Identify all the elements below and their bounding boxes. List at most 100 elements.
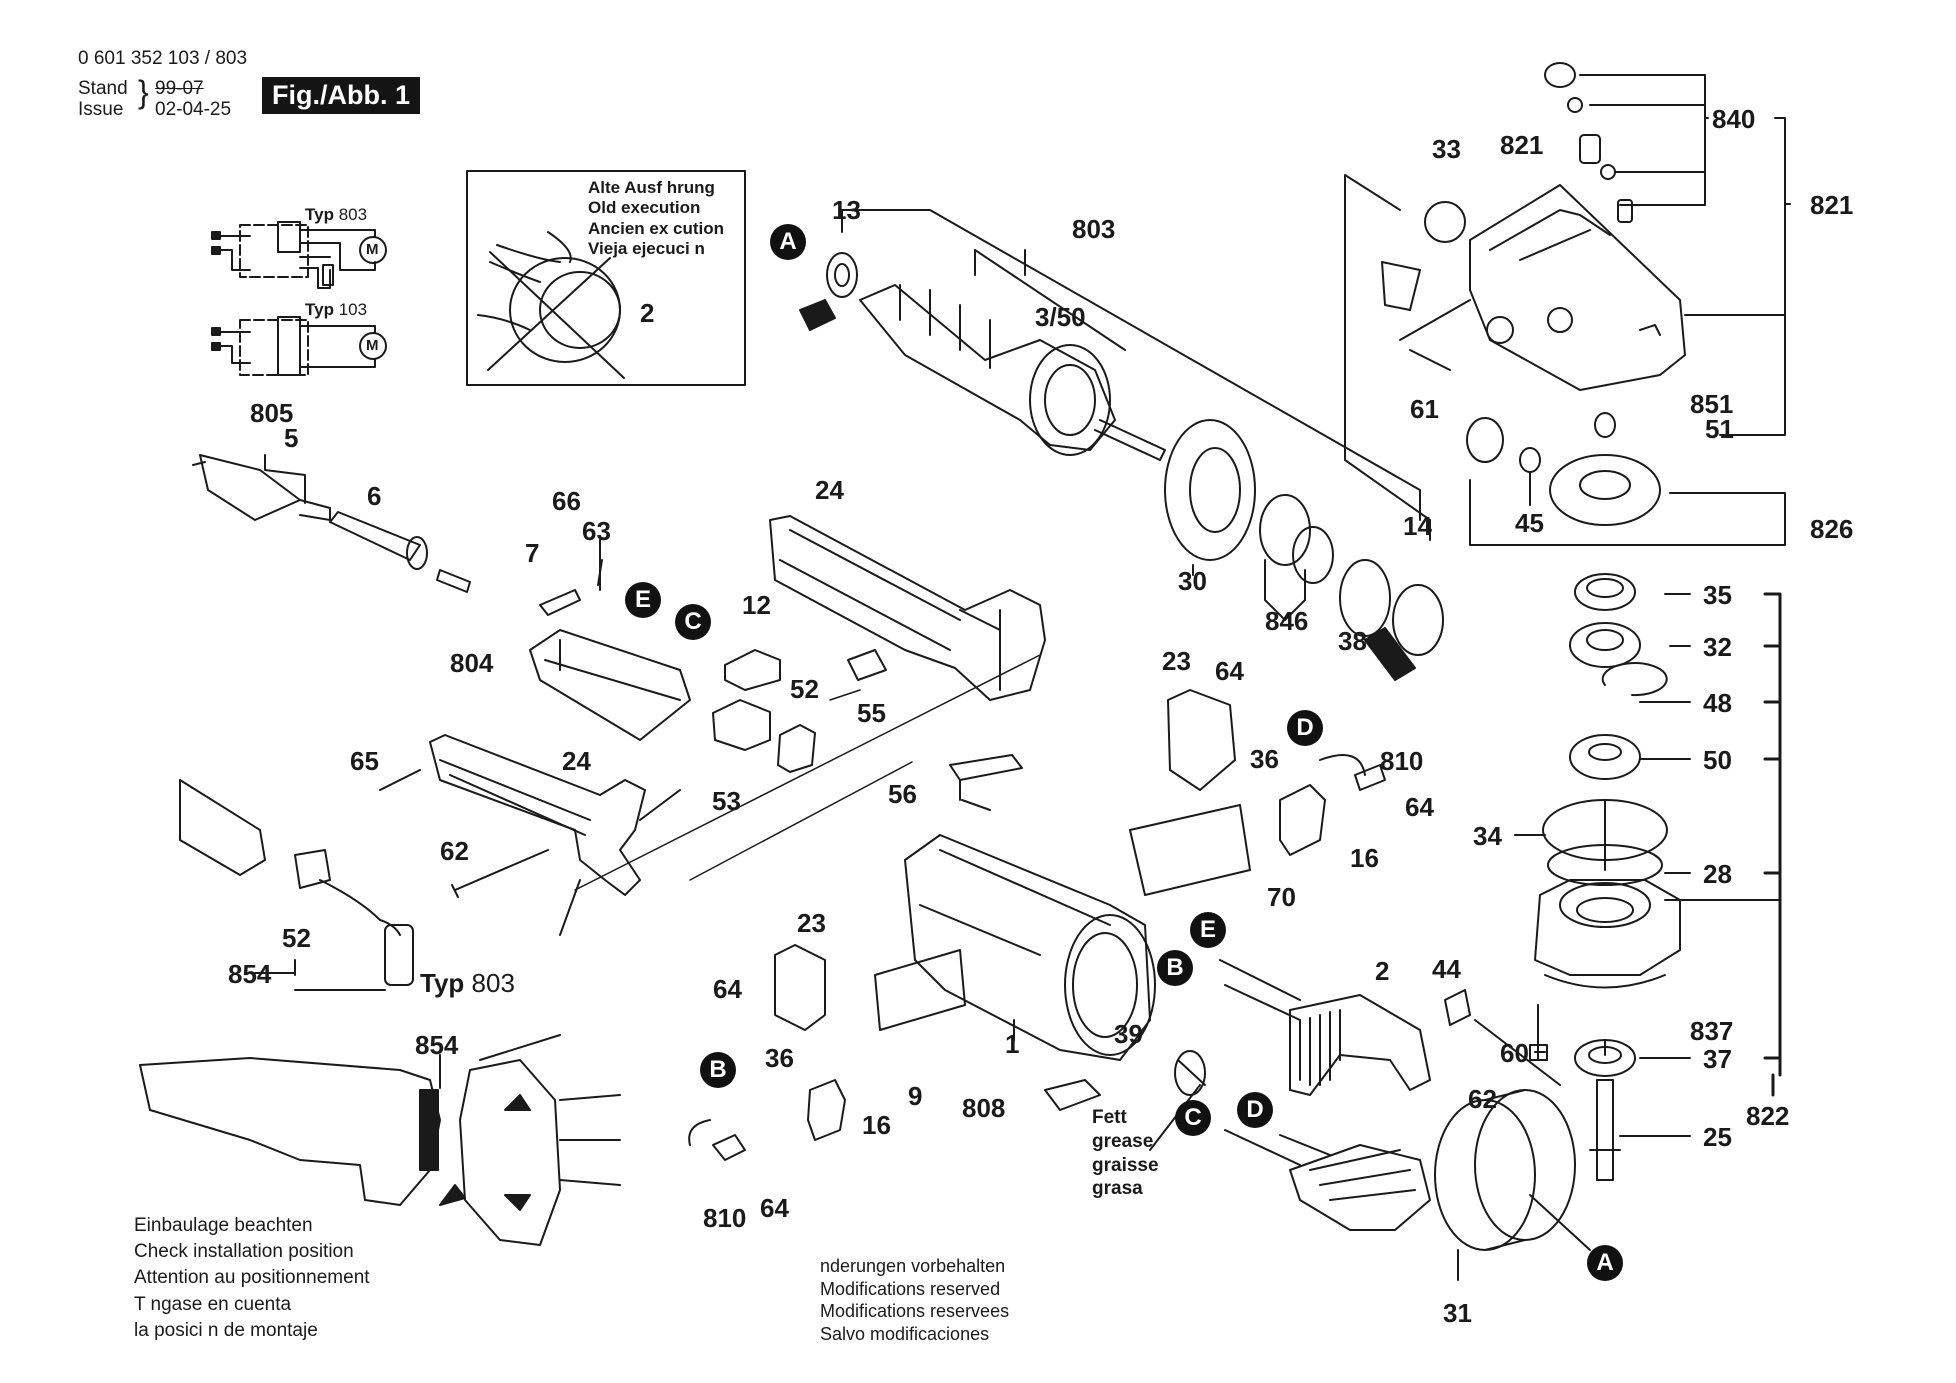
part-label-24-upper[interactable]: 24: [815, 475, 844, 505]
note-line: grease: [1092, 1130, 1154, 1152]
power-cord-plug: [192, 454, 331, 521]
part-label-64-lower[interactable]: 64: [760, 1193, 789, 1223]
part-label-70[interactable]: 70: [1267, 882, 1296, 912]
part-label-32[interactable]: 32: [1703, 632, 1732, 662]
part-label-804[interactable]: 804: [450, 648, 494, 678]
part-label-62-left[interactable]: 62: [440, 836, 469, 866]
part-label-52-lower[interactable]: 52: [282, 923, 311, 953]
note-line: Modifications reservees: [820, 1301, 1010, 1321]
part-label-66[interactable]: 66: [552, 486, 581, 516]
part-label-50[interactable]: 50: [1703, 745, 1732, 775]
part-label-846[interactable]: 846: [1265, 606, 1309, 636]
grease-note: Fett grease graisse grasa: [1092, 1106, 1159, 1201]
note-line: grasa: [1092, 1178, 1143, 1200]
part-label-854-sketch[interactable]: 854: [415, 1030, 459, 1060]
part-label-854-capacitor[interactable]: 854: [228, 959, 272, 989]
part-label-62-right[interactable]: 62: [1468, 1084, 1497, 1114]
part-label-45[interactable]: 45: [1515, 508, 1544, 538]
carbon-brush-810-upper: [1354, 764, 1386, 791]
part-label-837[interactable]: 837: [1690, 1016, 1734, 1046]
part-label-821-housing[interactable]: 821: [1810, 190, 1854, 220]
part-label-31[interactable]: 31: [1443, 1298, 1472, 1328]
gear-housing: [1469, 184, 1686, 391]
part-label-6[interactable]: 6: [367, 481, 382, 511]
old-stator-drawing: [477, 231, 625, 379]
part-label-64-left[interactable]: 64: [713, 974, 742, 1004]
part-label-1[interactable]: 1: [1005, 1029, 1020, 1059]
part-label-48[interactable]: 48: [1703, 688, 1732, 718]
part-label-28[interactable]: 28: [1703, 859, 1732, 889]
part-label-37[interactable]: 37: [1703, 1044, 1732, 1074]
part-label-16-upper[interactable]: 16: [1350, 843, 1379, 873]
part-label-23-upper[interactable]: 23: [1162, 646, 1191, 676]
old-execution-frame: [466, 170, 746, 386]
part-label-64-upper[interactable]: 64: [1215, 656, 1244, 686]
note-line: T ngase en cuenta: [134, 1293, 292, 1315]
part-label-826[interactable]: 826: [1810, 514, 1854, 544]
part-label-53[interactable]: 53: [712, 786, 741, 816]
typ803-caption: Typ 803: [305, 205, 367, 225]
part-label-840[interactable]: 840: [1712, 104, 1756, 134]
part-label-34[interactable]: 34: [1473, 821, 1502, 851]
note-line: graisse: [1092, 1154, 1159, 1176]
part-label-13[interactable]: 13: [832, 195, 861, 225]
typ-value: 103: [338, 300, 368, 319]
part-label-36-upper[interactable]: 36: [1250, 744, 1279, 774]
part-label-51[interactable]: 51: [1705, 414, 1734, 444]
part-label-803[interactable]: 803: [1072, 214, 1116, 244]
part-label-805[interactable]: 805: [250, 398, 294, 428]
part-label-61[interactable]: 61: [1410, 394, 1439, 424]
marker-c-coil: C: [1175, 1100, 1211, 1136]
part-label-30[interactable]: 30: [1178, 566, 1207, 596]
part-label-56[interactable]: 56: [888, 779, 917, 809]
part-label-851[interactable]: 851: [1690, 389, 1734, 419]
installation-note: Einbaulage beachten Check installation p…: [134, 1213, 370, 1344]
bracket-846: [1264, 559, 1306, 621]
motor-housing: [904, 834, 1156, 1061]
part-label-33[interactable]: 33: [1432, 134, 1461, 164]
part-label-60[interactable]: 60: [1500, 1038, 1529, 1068]
part-label-39[interactable]: 39: [1114, 1019, 1143, 1049]
bearing-13: [799, 252, 858, 331]
bearing-51: [1594, 412, 1616, 438]
part-label-63[interactable]: 63: [582, 516, 611, 546]
armature: [859, 284, 1166, 461]
part-label-65[interactable]: 65: [350, 746, 379, 776]
washer: [1292, 526, 1334, 584]
part-label-12[interactable]: 12: [742, 590, 771, 620]
nut-45: [1519, 447, 1541, 473]
part-label-2[interactable]: 2: [1375, 956, 1390, 986]
part-label-3-50[interactable]: 3/50: [1035, 302, 1086, 332]
part-label-5[interactable]: 5: [284, 423, 299, 453]
part-label-25[interactable]: 25: [1703, 1122, 1732, 1152]
part-label-821-lock[interactable]: 821: [1500, 130, 1544, 160]
part-label-23-lower[interactable]: 23: [797, 908, 826, 938]
marker-b-right: B: [1157, 950, 1193, 986]
note-line: Ancien ex cution: [588, 218, 725, 238]
part-label-7[interactable]: 7: [525, 538, 540, 568]
part-label-64-right[interactable]: 64: [1405, 792, 1434, 822]
fan-ring-31: [1434, 1089, 1591, 1281]
bracket-803: [841, 209, 1421, 521]
part-label-9[interactable]: 9: [908, 1081, 923, 1111]
part-label-810-lower[interactable]: 810: [703, 1203, 747, 1233]
part-label-36-lower[interactable]: 36: [765, 1043, 794, 1073]
part-label-38[interactable]: 38: [1338, 626, 1367, 656]
part-label-810-upper[interactable]: 810: [1380, 746, 1424, 776]
housing-shell-lower: [429, 734, 681, 936]
part-label-808[interactable]: 808: [962, 1093, 1006, 1123]
leader-56: [959, 779, 991, 811]
part-label-822[interactable]: 822: [1746, 1101, 1790, 1131]
part-label-55[interactable]: 55: [857, 698, 886, 728]
marker-c-switch: C: [675, 604, 711, 640]
note-line: Alte Ausf hrung: [588, 178, 715, 197]
part-label-44[interactable]: 44: [1432, 954, 1461, 984]
part-label-52-upper[interactable]: 52: [790, 674, 819, 704]
part-label-16-lower[interactable]: 16: [862, 1110, 891, 1140]
typ-value: 803: [471, 968, 515, 998]
typ-label: Typ: [305, 300, 334, 319]
label-9: [874, 949, 966, 1031]
part-label-24-lower[interactable]: 24: [562, 746, 591, 776]
part-label-35[interactable]: 35: [1703, 580, 1732, 610]
part-label-14[interactable]: 14: [1403, 511, 1432, 541]
